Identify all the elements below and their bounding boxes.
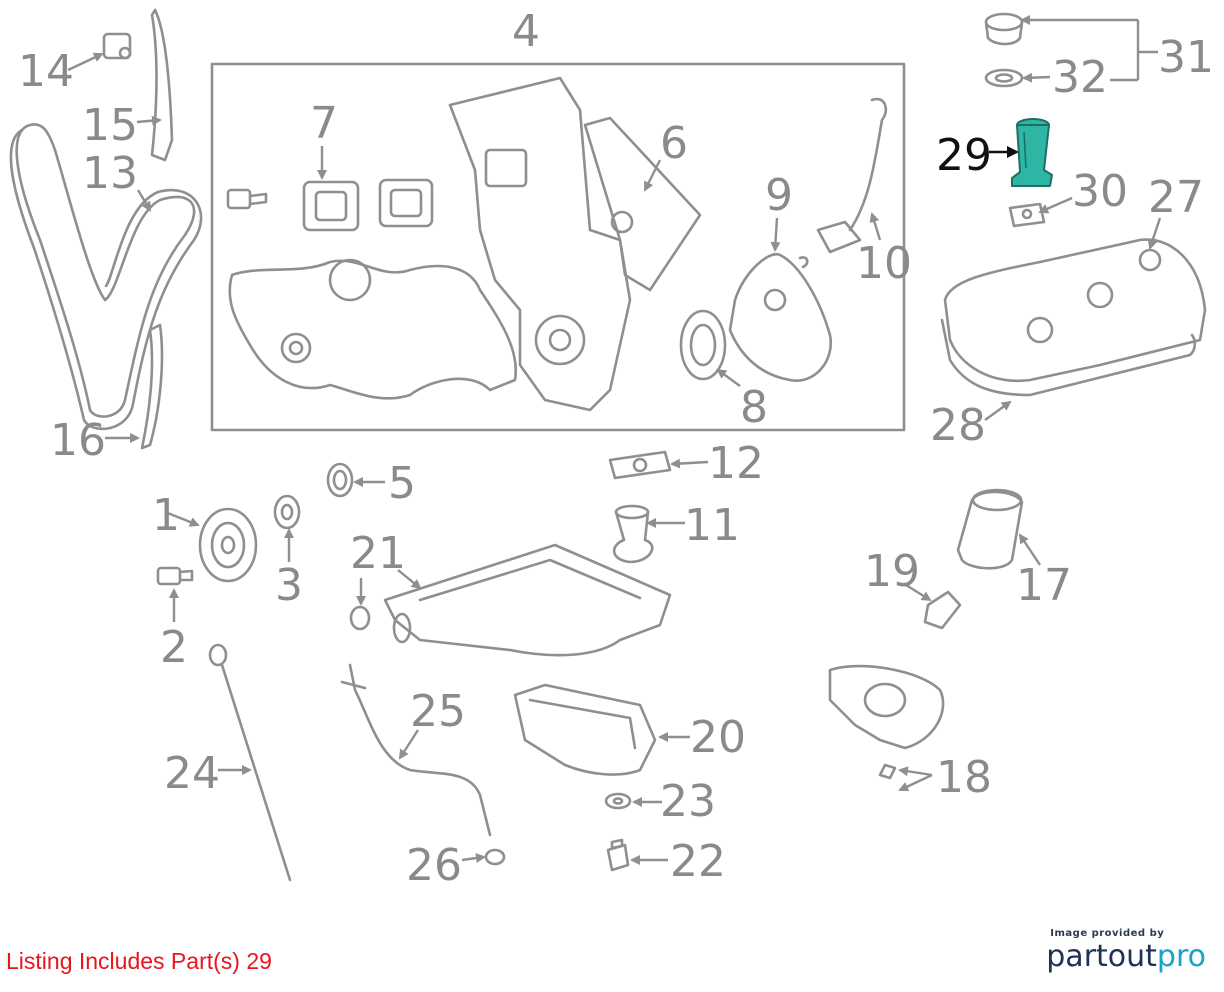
chain-slipper-drawing	[140, 323, 164, 450]
relief-valve-drawing	[923, 590, 962, 630]
callout-20: 20	[690, 712, 746, 763]
chain-tensioner-drawing	[102, 32, 132, 60]
callout-7: 7	[310, 98, 338, 149]
callout-28: 28	[930, 400, 986, 451]
callout-5: 5	[388, 458, 416, 509]
callout-13: 13	[82, 148, 138, 199]
callout-21: 21	[350, 528, 406, 579]
filler-gasket-drawing	[1008, 202, 1046, 228]
oil-filter-drawing	[956, 488, 1024, 570]
dipstick-drawing	[208, 643, 292, 882]
timing-cover-drawing	[448, 76, 702, 412]
oil-pump-cover-drawing	[728, 252, 833, 382]
callout-29: 29	[936, 130, 992, 181]
callout-26: 26	[406, 840, 462, 891]
callout-32: 32	[1052, 52, 1108, 103]
gasket-12-drawing	[608, 450, 672, 480]
pan-seal-ring-drawing	[349, 605, 371, 631]
callout-6: 6	[660, 118, 688, 169]
oil-seal-drawing	[326, 462, 354, 498]
valve-cover-drawing	[940, 238, 1207, 397]
callout-23: 23	[660, 776, 716, 827]
brand-logo: partoutpro	[1046, 939, 1206, 975]
callout-8: 8	[740, 382, 768, 433]
brand-logo-part-b: pro	[1156, 939, 1206, 974]
callout-22: 22	[670, 836, 726, 887]
water-pump-drawing	[228, 258, 518, 400]
callout-4: 4	[512, 6, 540, 57]
callout-15: 15	[82, 100, 138, 151]
callout-18: 18	[936, 752, 992, 803]
callout-14: 14	[18, 46, 74, 97]
cap-gasket-drawing	[984, 68, 1024, 88]
timing-cover-group-box	[210, 62, 906, 432]
callout-3: 3	[275, 560, 303, 611]
gasket-7-drawing	[302, 178, 434, 232]
chain-guide-drawing	[150, 8, 174, 162]
oil-filter-bracket-drawing	[828, 664, 945, 780]
crank-sprocket-drawing	[273, 494, 301, 530]
drain-plug-drawing	[606, 838, 630, 872]
oil-pan-upper-drawing	[383, 543, 672, 657]
highlighted-part-29-drawing	[1011, 118, 1053, 187]
oil-strainer-drawing	[612, 504, 654, 564]
callout-2: 2	[160, 622, 188, 673]
callout-25: 25	[410, 686, 466, 737]
bolt-drawing	[226, 188, 268, 210]
callout-12: 12	[708, 438, 764, 489]
pulley-bolt-drawing	[156, 566, 194, 586]
callout-17: 17	[1016, 560, 1072, 611]
callout-labels: 1 2 3 4 5 6 7 8 9 10 11 12 13 14 15 16 1…	[18, 6, 1214, 891]
callout-16: 16	[50, 415, 106, 466]
timing-chain-drawing	[9, 123, 203, 431]
callout-19: 19	[864, 546, 920, 597]
callout-9: 9	[765, 170, 793, 221]
image-credit: Image provided by partoutpro	[1046, 928, 1206, 975]
crankshaft-pulley-drawing	[198, 507, 258, 583]
oil-strainer-tube-drawing	[816, 97, 888, 254]
dipstick-guide-drawing	[340, 663, 492, 837]
listing-includes-note: Listing Includes Part(s) 29	[6, 948, 272, 974]
callout-31: 31	[1158, 32, 1214, 83]
leader-lines	[67, 15, 1162, 865]
callout-30: 30	[1072, 166, 1128, 217]
credit-caption: Image provided by	[1050, 928, 1165, 939]
callout-24: 24	[164, 748, 220, 799]
dipstick-o-ring-drawing	[484, 848, 506, 866]
oil-pump-rotor-drawing	[679, 309, 727, 381]
oil-filler-cap-drawing	[984, 12, 1024, 46]
callout-1: 1	[152, 490, 180, 541]
oil-pan-lower-drawing	[513, 683, 657, 776]
brand-logo-part-a: partout	[1046, 939, 1157, 974]
callout-11: 11	[684, 500, 740, 551]
drain-washer-drawing	[604, 792, 632, 810]
callout-10: 10	[856, 238, 912, 289]
callout-27: 27	[1148, 172, 1204, 223]
